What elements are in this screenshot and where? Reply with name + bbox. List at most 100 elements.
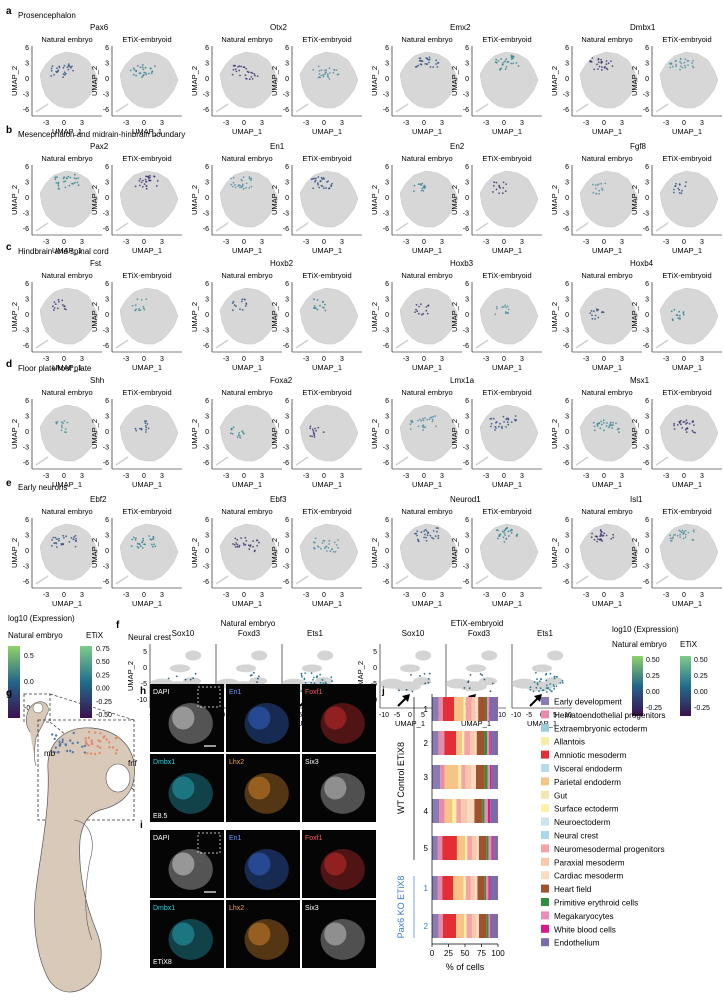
expression-dot xyxy=(75,540,77,542)
y-tick-label: 6 xyxy=(645,517,649,524)
expression-dot xyxy=(425,306,428,308)
expression-dot xyxy=(673,191,675,194)
x-axis-title: UMAP_1 xyxy=(592,246,622,255)
expression-dot xyxy=(589,60,592,62)
section-title: Prosencephalon xyxy=(18,11,76,20)
cell-cluster xyxy=(185,650,202,661)
umap-tail xyxy=(295,222,309,232)
expression-dot xyxy=(671,537,674,540)
expression-dot xyxy=(600,311,603,314)
expression-dot xyxy=(63,305,66,308)
x-tick-label: 3 xyxy=(700,120,704,127)
y-axis-title: UMAP_2 xyxy=(190,185,199,215)
x-tick-label: 3 xyxy=(700,592,704,599)
expression-dot xyxy=(83,751,87,754)
x-tick-label: 0 xyxy=(602,120,606,127)
expression-dot xyxy=(669,537,672,540)
expression-dot xyxy=(141,547,144,549)
y-axis-title: UMAP_2 xyxy=(550,302,559,332)
x-tick-label: 3 xyxy=(260,120,264,127)
expression-dot xyxy=(58,300,60,303)
expression-dot xyxy=(322,431,325,434)
expression-dot xyxy=(304,672,307,674)
channel-label: Dmbx1 xyxy=(153,759,175,766)
bar-segment xyxy=(474,799,483,823)
expression-dot xyxy=(56,538,58,541)
expression-dot xyxy=(234,184,236,186)
expression-dot xyxy=(595,187,597,190)
channel-label: DAPI xyxy=(153,689,169,696)
expression-dot xyxy=(684,66,687,69)
expression-dot xyxy=(492,417,495,420)
expression-dot xyxy=(303,678,306,681)
expression-dot xyxy=(325,550,328,552)
condition-label: ETiX-embryoid xyxy=(662,154,711,163)
expression-dot xyxy=(192,677,195,680)
expression-dot xyxy=(145,180,148,183)
bar-segment xyxy=(461,799,468,823)
expression-dot xyxy=(141,185,144,188)
y-tick-label: -6 xyxy=(103,460,109,467)
legend-label: Neuroectoderm xyxy=(554,818,611,827)
expression-dot xyxy=(232,543,234,545)
y-tick-label: 3 xyxy=(385,297,389,304)
expression-dot xyxy=(501,306,504,309)
expression-dot xyxy=(601,189,604,192)
bar-segment xyxy=(438,731,445,755)
expression-dot xyxy=(56,70,59,73)
y-tick-label: -6 xyxy=(643,460,649,467)
gene-label: Otx2 xyxy=(270,23,287,32)
gene-label: Shh xyxy=(90,376,104,385)
expression-dot xyxy=(242,432,245,435)
expression-dot xyxy=(63,64,66,67)
x-tick-label: 3 xyxy=(260,473,264,480)
x-tick-label: -3 xyxy=(403,239,409,246)
legend-label: Primitive erythroid cells xyxy=(554,899,638,908)
expression-dot xyxy=(66,421,69,424)
expression-dot xyxy=(324,73,326,76)
y-tick-label: 3 xyxy=(205,297,209,304)
y-tick-label: -3 xyxy=(563,328,569,335)
expression-dot xyxy=(679,60,681,63)
gene-label: Neurod1 xyxy=(450,495,481,504)
expression-dot xyxy=(320,176,323,179)
expression-dot xyxy=(58,744,62,747)
expression-dot xyxy=(54,178,57,181)
y-tick-label: 6 xyxy=(645,164,649,171)
y-axis-title: UMAP_2 xyxy=(126,661,135,691)
expression-dot xyxy=(58,537,60,540)
y-tick-label: 6 xyxy=(645,45,649,52)
bar-segment xyxy=(453,876,464,900)
expression-dot xyxy=(129,69,132,72)
panel-f-group-natural: Natural embryo xyxy=(221,619,276,628)
label-fnf: fnf xyxy=(128,759,138,768)
expression-dot xyxy=(418,59,421,62)
y-tick-label: 0 xyxy=(385,312,389,319)
expression-dot xyxy=(334,550,337,553)
umap-tail xyxy=(35,222,49,232)
expression-dot xyxy=(57,184,60,187)
y-tick-label: 0 xyxy=(105,76,109,83)
x-tick-label: -3 xyxy=(483,356,489,363)
y-tick-label: -6 xyxy=(463,579,469,586)
expression-dot xyxy=(538,690,540,692)
expression-dot xyxy=(595,308,598,310)
x-axis-title: UMAP_1 xyxy=(412,127,442,136)
umap-cell-cloud xyxy=(119,51,179,109)
tissue-signal xyxy=(320,849,365,890)
expression-dot xyxy=(62,177,65,180)
y-axis-title: UMAP_2 xyxy=(190,538,199,568)
expression-dot xyxy=(115,748,119,752)
expression-dot xyxy=(538,680,541,683)
condition-label: Natural embryo xyxy=(221,154,272,163)
cell-cluster xyxy=(236,664,256,673)
expression-dot xyxy=(467,680,470,683)
expression-dot xyxy=(111,746,115,749)
expression-dot xyxy=(63,308,66,310)
expression-dot xyxy=(692,59,694,62)
expression-dot xyxy=(685,181,687,184)
y-tick-label: -6 xyxy=(283,579,289,586)
